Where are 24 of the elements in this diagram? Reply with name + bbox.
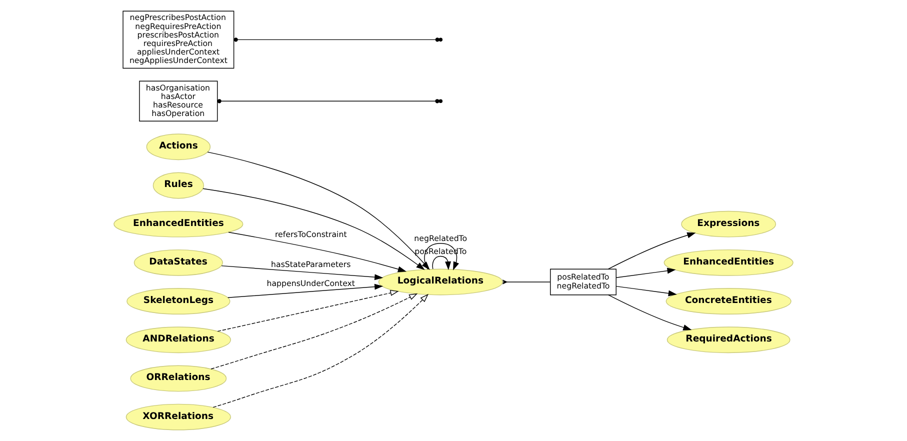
connector: [502, 280, 551, 284]
arrow: [210, 293, 418, 370]
arrow: [217, 290, 399, 332]
arrow: [212, 294, 429, 408]
node-ellipse: Rules: [152, 172, 204, 199]
node-ellipse: RequiredActions: [666, 326, 790, 354]
node-ellipse: DataStates: [134, 249, 223, 276]
arrow: [608, 294, 692, 330]
arrow: [432, 256, 452, 270]
arrow: [202, 188, 425, 270]
node-ellipse: XORRelations: [126, 404, 231, 430]
arrow: [616, 286, 677, 296]
node-ellipse: Actions: [146, 134, 211, 160]
arrow: [608, 232, 696, 270]
node-ellipse: SkeletonLegs: [126, 288, 230, 314]
arrow: [616, 268, 676, 278]
arrow: [221, 265, 384, 280]
connector: [237, 39, 436, 40]
node-ellipse: ORRelations: [130, 365, 227, 392]
node-ellipse: EnhancedEntities: [114, 210, 244, 238]
arrow: [228, 284, 384, 298]
node-ellipse: ANDRelations: [126, 326, 231, 354]
arrow: [228, 232, 407, 272]
connector: [220, 100, 436, 102]
